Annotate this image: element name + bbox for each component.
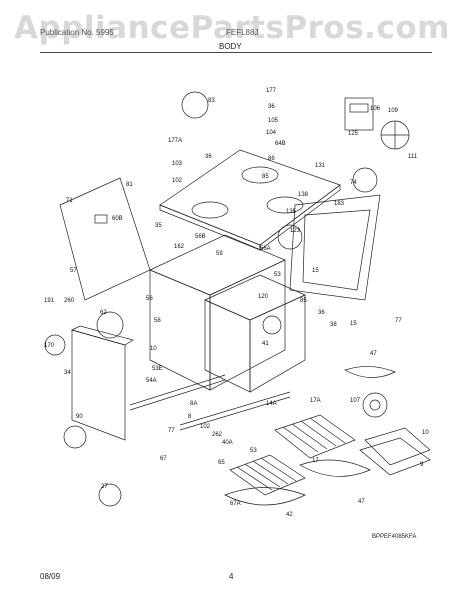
callout: 120 [258,294,269,300]
callout: 56B [195,234,206,240]
callout: 9 [420,462,424,468]
callout: 74 [350,180,357,186]
callout: 104 [266,130,277,136]
callout: 71 [66,198,73,204]
callout: 65 [218,460,225,466]
callout: 109 [388,108,399,114]
callout: 60B [112,216,123,222]
callout: 77 [395,318,402,324]
callout: 102 [172,178,183,184]
callout: 53 [274,272,281,278]
oven-rack-right [274,414,356,459]
bake-elements [224,366,396,506]
page-number: 4 [229,572,234,581]
callout: 83 [208,98,215,104]
section-title: BODY [219,42,242,51]
callout: 10 [422,430,429,436]
broil-pan [359,427,431,476]
callout: 10 [150,346,157,352]
callout: 57 [70,268,77,274]
lower-oven-cavity [204,274,306,393]
callout: 35 [155,223,162,229]
callout: 42 [286,512,293,518]
callout-labels: 177 36 105 104 64B 83 177A 36 103 86 102… [44,88,429,518]
callout: 81 [126,182,133,188]
callout: 64B [275,141,286,147]
callout: 105 [268,118,279,124]
control-module [344,97,374,131]
callout: 162 [174,244,185,250]
callout: 47 [370,351,377,357]
callout: 135 [286,209,297,215]
site-watermark: AppliancePartsPros.com [14,10,450,46]
callout: 34 [64,370,71,376]
convection-fan [362,120,410,418]
callout: 59 [216,251,223,257]
callout: 56 [146,296,153,302]
callout: 77 [168,428,175,434]
callout: 85 [262,174,269,180]
detail-circles [44,91,378,507]
callout: 67A [230,501,241,507]
left-side-panel [71,325,134,441]
callout: 36 [318,310,325,316]
right-side-panel [289,194,381,301]
callout: 8 [188,414,192,420]
callout: 111 [408,154,418,160]
callout: 54A [146,378,157,384]
callout: 40A [222,440,233,446]
callout: 170 [44,343,55,349]
callout: 183 [334,201,345,207]
callout: 27 [101,484,108,490]
callout: 138 [298,192,309,198]
callout: 58 [154,318,161,324]
callout: 106 [370,106,381,112]
callout: 36 [205,154,212,160]
callout: 47 [358,499,365,505]
model-label: FEFL88J [226,28,259,37]
callout: 90 [76,414,83,420]
callout: 86 [268,156,275,162]
callout: 36 [268,104,275,110]
callout: 17 [312,458,319,464]
callout: 107 [350,398,361,404]
callout: 177 [266,88,277,94]
callout: 131 [315,163,326,169]
callout: 67 [160,456,167,462]
callout: 103 [172,161,183,167]
figure-code: BPPEF4085KFA [372,534,417,540]
callout: 41 [262,341,269,347]
callout: 15 [350,321,357,327]
publication-label: Publication No. 5995 [40,28,114,37]
callout: 102 [200,424,211,430]
footer-date: 08/09 [40,572,61,581]
callout: 62 [100,310,107,316]
oven-rack-left [229,454,306,496]
upper-oven-cavity [149,234,286,391]
bottom-rails [129,374,291,431]
callout: 53E [152,366,163,372]
callout: 56A [260,246,271,252]
callout: 177A [168,138,182,144]
callout: 260 [64,298,75,304]
callout: 262 [212,432,223,438]
callout: 8A [190,401,197,407]
callout: 14A [266,401,277,407]
callout: 38 [330,322,337,328]
callout: 123 [290,228,301,234]
cooktop-panel [159,149,341,251]
header-rule [40,52,432,53]
callout: 191 [44,298,55,304]
callout: 85 [300,298,307,304]
back-panel [59,177,151,301]
callout: 17A [310,398,321,404]
callout: 15 [312,268,319,274]
callout: 53 [250,448,257,454]
callout: 125 [348,131,359,137]
